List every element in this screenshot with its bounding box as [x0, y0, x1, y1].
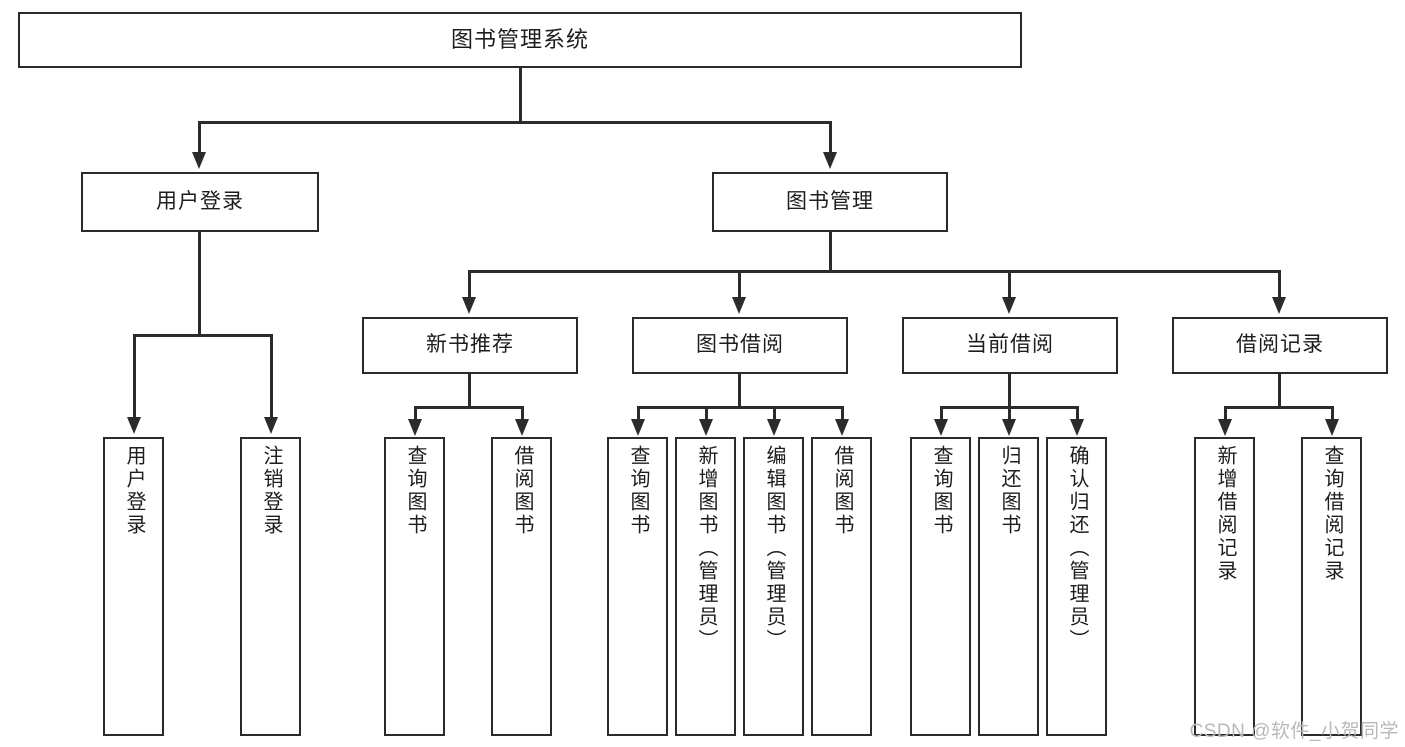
- arrow-borrow-book-1: [515, 419, 529, 436]
- edge-drop-book-borrow: [738, 270, 741, 298]
- node-leaf-return-book[interactable]: 归还图书: [978, 437, 1039, 736]
- edge-drop-user-login: [198, 121, 201, 153]
- node-label: 借阅图书: [511, 445, 533, 537]
- node-label: 用户登录: [123, 445, 145, 537]
- arrow-add-book: [699, 419, 713, 436]
- edge-drop-query-book-1: [414, 406, 417, 420]
- arrow-borrow-record: [1272, 297, 1286, 314]
- edge-current-borrow-stem: [1008, 374, 1011, 408]
- arrow-query-book-3: [934, 419, 948, 436]
- edge-drop-new-book-rec: [468, 270, 471, 298]
- node-label: 新书推荐: [426, 333, 514, 357]
- edge-drop-current-borrow: [1008, 270, 1011, 298]
- edge-bar-borrow-record-children: [1224, 406, 1334, 409]
- arrow-return-book: [1002, 419, 1016, 436]
- node-label: 图书管理系统: [450, 27, 589, 53]
- node-book-manage[interactable]: 图书管理: [712, 172, 948, 232]
- node-label: 查询图书: [404, 445, 426, 537]
- edge-book-manage-stem: [829, 232, 832, 272]
- node-leaf-edit-book[interactable]: 编辑图书（管理员）: [743, 437, 804, 736]
- edge-drop-leaf-user-logout: [270, 334, 273, 418]
- edge-drop-return-book: [1008, 406, 1011, 420]
- arrow-leaf-user-login: [127, 417, 141, 434]
- node-book-borrow[interactable]: 图书借阅: [632, 317, 848, 374]
- edge-drop-borrow-book-2: [841, 406, 844, 420]
- node-label: 借阅图书: [831, 445, 853, 537]
- node-leaf-query-book-3[interactable]: 查询图书: [910, 437, 971, 736]
- edge-drop-edit-book: [773, 406, 776, 420]
- edge-drop-query-record: [1331, 406, 1334, 420]
- edge-user-login-stem: [198, 232, 201, 336]
- node-label: 新增借阅记录: [1214, 445, 1236, 583]
- node-label: 确认归还（管理员）: [1066, 445, 1088, 652]
- arrow-user-login: [192, 152, 206, 169]
- node-label: 注销登录: [260, 445, 282, 537]
- node-user-login[interactable]: 用户登录: [81, 172, 319, 232]
- node-leaf-add-book[interactable]: 新增图书（管理员）: [675, 437, 736, 736]
- arrow-query-record: [1325, 419, 1339, 436]
- edge-drop-query-book-3: [940, 406, 943, 420]
- node-label: 图书借阅: [696, 333, 784, 357]
- node-root-system[interactable]: 图书管理系统: [18, 12, 1022, 68]
- node-label: 用户登录: [156, 189, 244, 213]
- node-current-borrow[interactable]: 当前借阅: [902, 317, 1118, 374]
- edge-bar-user-login-children: [133, 334, 272, 337]
- node-label: 图书管理: [786, 189, 874, 213]
- node-label: 编辑图书（管理员）: [763, 445, 785, 652]
- arrow-new-book-rec: [462, 297, 476, 314]
- edge-drop-add-book: [705, 406, 708, 420]
- edge-bar-level1: [198, 121, 831, 124]
- node-leaf-user-logout[interactable]: 注销登录: [240, 437, 301, 736]
- arrow-book-manage: [823, 152, 837, 169]
- node-leaf-query-book-1[interactable]: 查询图书: [384, 437, 445, 736]
- arrow-leaf-user-logout: [264, 417, 278, 434]
- edge-root-stem: [519, 68, 522, 123]
- node-label: 新增图书（管理员）: [695, 445, 717, 652]
- node-leaf-borrow-book-1[interactable]: 借阅图书: [491, 437, 552, 736]
- arrow-edit-book: [767, 419, 781, 436]
- node-new-book-rec[interactable]: 新书推荐: [362, 317, 578, 374]
- node-label: 查询借阅记录: [1321, 445, 1343, 583]
- node-borrow-record[interactable]: 借阅记录: [1172, 317, 1388, 374]
- arrow-borrow-book-2: [835, 419, 849, 436]
- edge-drop-query-book-2: [637, 406, 640, 420]
- node-label: 当前借阅: [966, 333, 1054, 357]
- edge-book-borrow-stem: [738, 374, 741, 408]
- node-leaf-borrow-book-2[interactable]: 借阅图书: [811, 437, 872, 736]
- edge-drop-leaf-user-login: [133, 334, 136, 418]
- node-label: 借阅记录: [1236, 333, 1324, 357]
- node-leaf-add-record[interactable]: 新增借阅记录: [1194, 437, 1255, 736]
- edge-drop-book-manage: [829, 121, 832, 153]
- edge-borrow-record-stem: [1278, 374, 1281, 408]
- edge-drop-borrow-book-1: [521, 406, 524, 420]
- node-leaf-confirm-return[interactable]: 确认归还（管理员）: [1046, 437, 1107, 736]
- node-label: 查询图书: [930, 445, 952, 537]
- edge-bar-new-book-rec-children: [414, 406, 524, 409]
- arrow-add-record: [1218, 419, 1232, 436]
- edge-drop-confirm-return: [1076, 406, 1079, 420]
- arrow-confirm-return: [1070, 419, 1084, 436]
- edge-drop-borrow-record: [1278, 270, 1281, 298]
- arrow-query-book-1: [408, 419, 422, 436]
- edge-bar-book-borrow-children: [637, 406, 843, 409]
- node-leaf-user-login[interactable]: 用户登录: [103, 437, 164, 736]
- arrow-book-borrow: [732, 297, 746, 314]
- edge-bar-level2: [468, 270, 1281, 273]
- node-label: 查询图书: [627, 445, 649, 537]
- node-leaf-query-record[interactable]: 查询借阅记录: [1301, 437, 1362, 736]
- arrow-current-borrow: [1002, 297, 1016, 314]
- node-leaf-query-book-2[interactable]: 查询图书: [607, 437, 668, 736]
- node-label: 归还图书: [998, 445, 1020, 537]
- arrow-query-book-2: [631, 419, 645, 436]
- edge-drop-add-record: [1224, 406, 1227, 420]
- edge-new-book-rec-stem: [468, 374, 471, 408]
